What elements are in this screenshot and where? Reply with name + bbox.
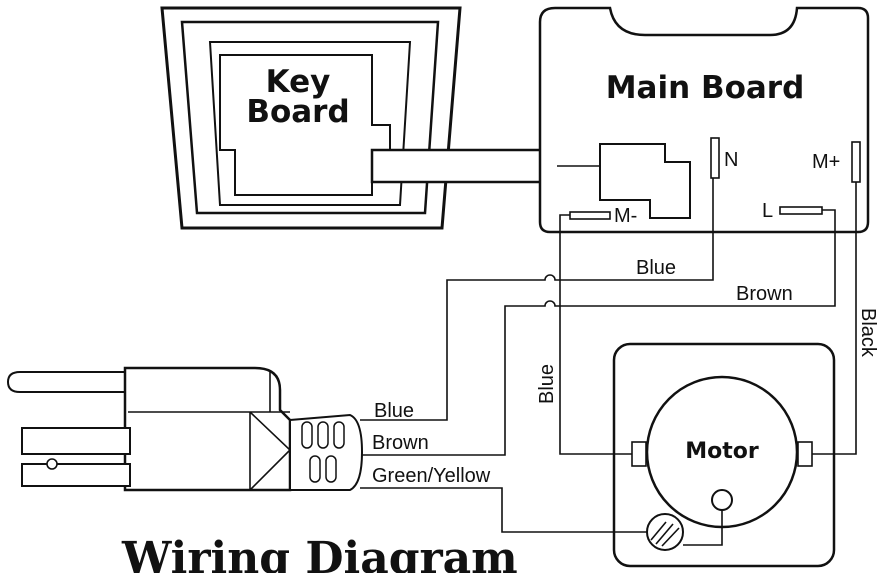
terminal-m-minus <box>569 211 611 220</box>
motor-ground-terminal <box>711 489 733 511</box>
wire-label-plug-brown: Brown <box>372 432 429 454</box>
wires <box>360 165 857 546</box>
wire-label-blue-top: Blue <box>636 257 676 279</box>
terminal-n-label: N <box>724 149 738 171</box>
wire-label-black: Black <box>857 308 879 358</box>
terminal-m-plus <box>851 141 861 183</box>
wire-label-plug-blue: Blue <box>374 400 414 422</box>
motor-label: Motor <box>685 439 759 464</box>
main-board-panel: Main Board N M+ M- L <box>538 6 870 234</box>
wire-label-blue-vertical: Blue <box>536 364 558 404</box>
keyboard-title-line2: Board <box>246 94 349 130</box>
terminal-m-plus-label: M+ <box>812 151 840 173</box>
keyboard-panel: Key Board <box>160 6 559 230</box>
terminal-n <box>710 137 720 179</box>
ground-icon <box>646 513 684 551</box>
diagram-caption: Wiring Diagram <box>121 533 518 573</box>
keyboard-title-line1: Key <box>266 64 331 100</box>
wire-label-plug-green-yellow: Green/Yellow <box>372 465 491 487</box>
terminal-m-minus-label: M- <box>614 205 637 227</box>
terminal-l <box>779 206 823 215</box>
terminal-l-label: L <box>762 200 773 222</box>
wire-label-brown-top: Brown <box>736 283 793 305</box>
power-plug-icon <box>6 366 364 492</box>
main-board-title: Main Board <box>606 70 805 106</box>
